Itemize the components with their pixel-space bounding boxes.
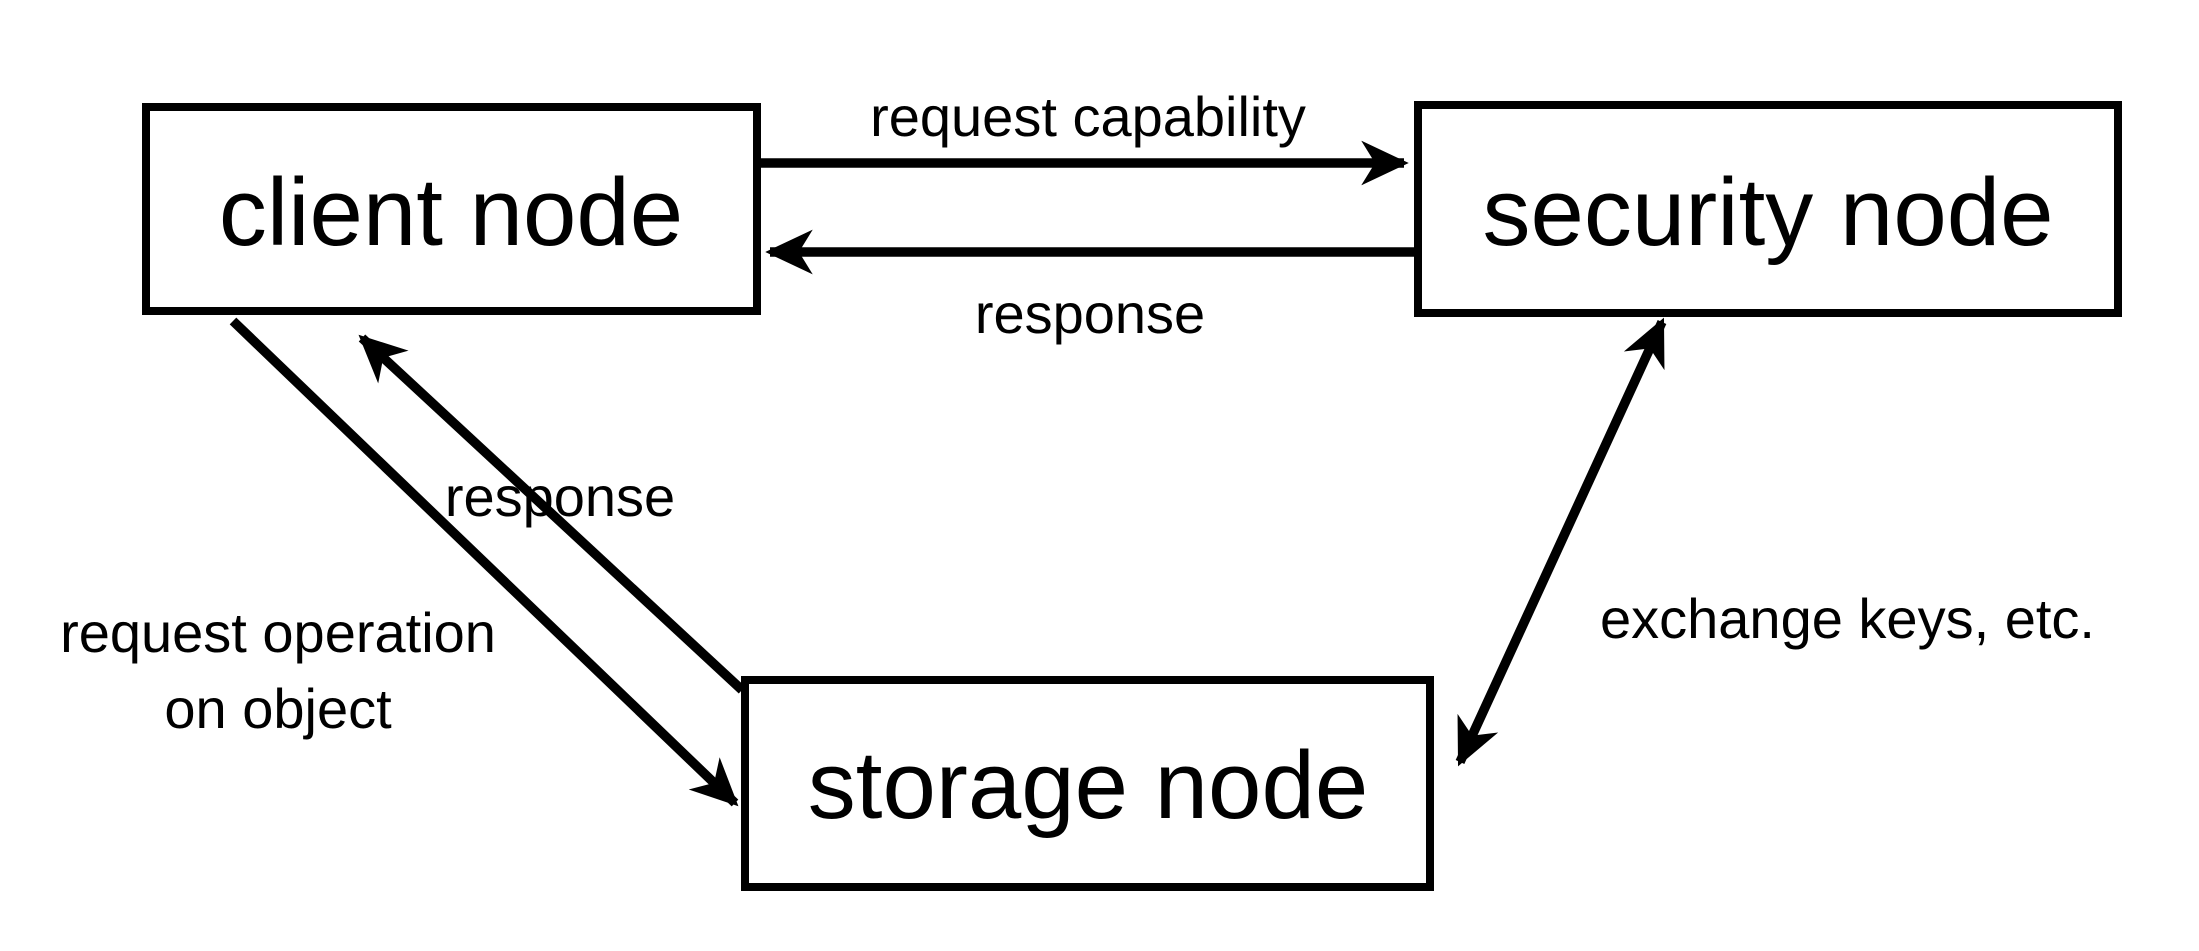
arrow-request-operation <box>229 317 739 807</box>
edge-label-request-operation-line2: on object <box>164 677 392 740</box>
storage-node-box <box>741 676 1434 891</box>
client-node-label: client node <box>219 159 683 266</box>
arrow-response-from-storage <box>358 334 746 694</box>
edge-label-exchange-keys: exchange keys, etc. <box>1600 587 2095 650</box>
node-storage: storage node <box>741 676 1434 891</box>
node-security: security node <box>1414 101 2122 317</box>
edge-exchange-keys: exchange keys, etc. <box>1455 317 2095 767</box>
edge-request-capability: request capability <box>757 85 1409 186</box>
edge-label-response-from-storage: response <box>445 465 675 528</box>
edge-response-from-security: response <box>765 229 1418 345</box>
storage-node-label: storage node <box>808 732 1368 839</box>
edge-label-request-capability: request capability <box>870 85 1306 148</box>
edge-request-operation: request operation on object <box>60 317 739 807</box>
security-node-label: security node <box>1483 159 2054 266</box>
edge-label-request-operation-line1: request operation <box>60 601 496 664</box>
arrow-exchange-keys <box>1455 317 1667 767</box>
client-node-box <box>142 103 761 315</box>
edge-label-response-from-security: response <box>975 282 1205 345</box>
security-node-box <box>1414 101 2122 317</box>
edge-response-from-storage: response <box>358 334 746 694</box>
node-client: client node <box>142 103 761 315</box>
